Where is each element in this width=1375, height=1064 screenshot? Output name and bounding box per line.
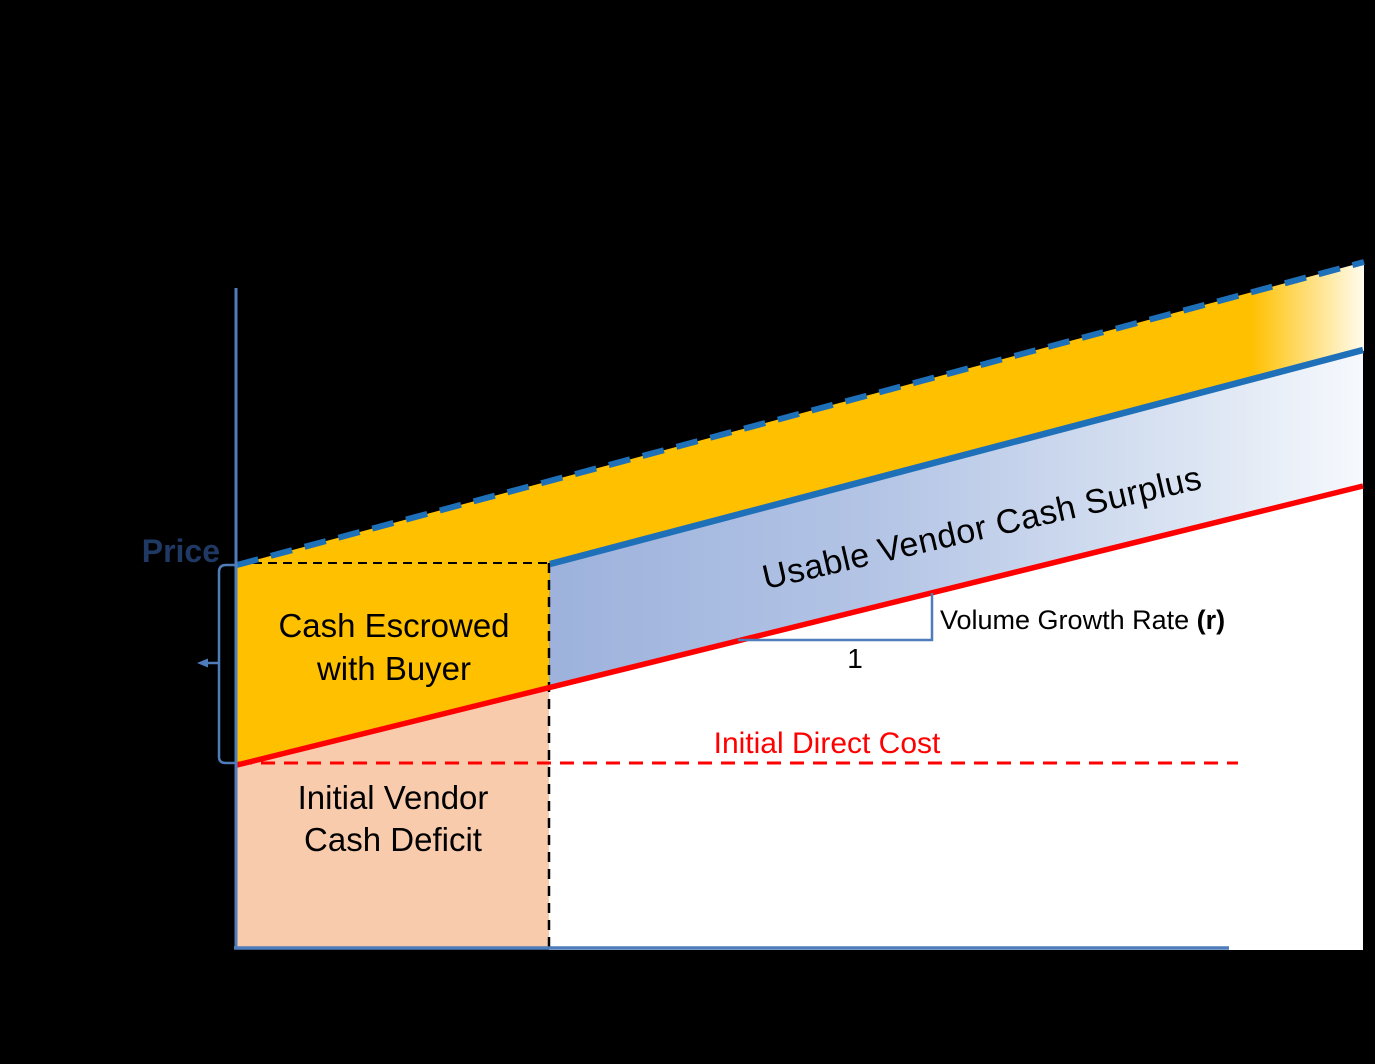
initial-vendor-cash-deficit-region	[237, 688, 549, 948]
price-axis-label: Price	[141, 533, 220, 569]
initial-direct-cost-label: Initial Direct Cost	[713, 727, 941, 760]
price-dashed-line	[236, 259, 1365, 568]
volume-growth-rate-text: Volume Growth Rate	[940, 605, 1197, 635]
price-brace	[217, 563, 236, 765]
initial-vendor-cash-deficit-label: Initial Vendor Cash Deficit	[297, 779, 489, 858]
price-brace-tick-arrow	[197, 658, 208, 668]
cash-escrowed-label: Cash Escrowed with Buyer	[278, 607, 510, 687]
volume-growth-rate-label: Volume Growth Rate (r)	[940, 603, 1260, 638]
plot-background	[549, 487, 1363, 950]
growth-slope-triangle	[738, 593, 934, 642]
volume-growth-rate-symbol: (r)	[1196, 605, 1226, 635]
cash-escrowed-region	[237, 262, 1364, 764]
usable-vendor-cash-surplus-region	[549, 350, 1363, 689]
escrow-boundary-line	[549, 346, 1364, 568]
direct-cost-line	[236, 483, 1364, 768]
slope-run-label: 1	[847, 643, 863, 674]
